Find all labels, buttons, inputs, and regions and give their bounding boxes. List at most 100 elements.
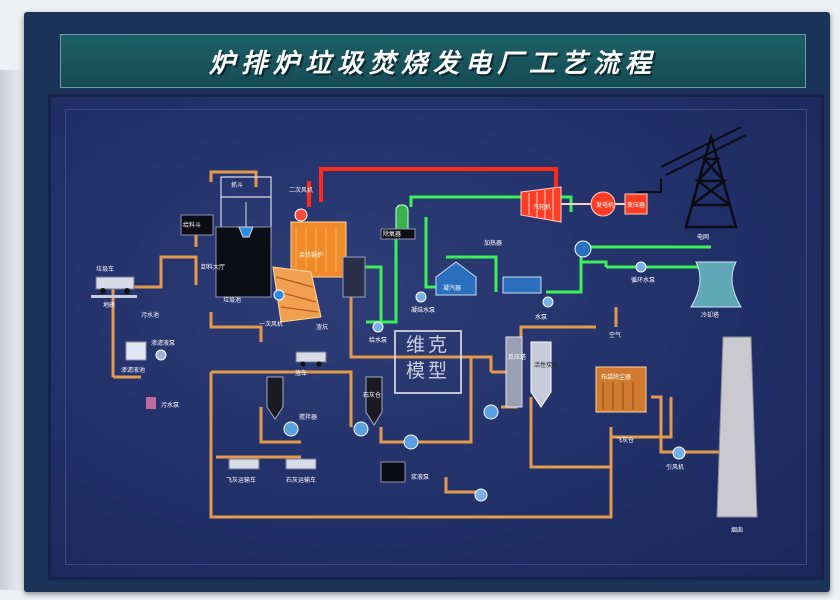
grate-furnace-icon	[272, 266, 322, 323]
silo-group: 石灰仓 搅拌器 浆液泵	[266, 376, 499, 502]
wheel-icon	[300, 361, 306, 367]
pipe-bag-ash	[611, 397, 673, 439]
label-transformer: 变压器	[627, 201, 645, 209]
label-leachate-tank: 渗滤液池	[121, 366, 145, 374]
hotwell-icon	[502, 276, 542, 294]
pipe-pit-down	[209, 312, 263, 342]
feed-pump-icon	[372, 321, 384, 333]
label-condenser: 凝汽器	[443, 284, 461, 292]
pipe-condensate	[546, 245, 606, 294]
flyash-silo-icon	[266, 376, 284, 420]
label-water-pump: 水泵	[535, 313, 547, 321]
water-system-group: 除氧器 加热器 凝汽器 凝结水泵 给水泵 水泵 循环水泵	[369, 204, 655, 344]
label-carbon-silo: 活性炭仓	[534, 361, 558, 369]
mixer-icon	[483, 404, 499, 420]
title-bar: 炉排炉垃圾焚烧发电厂工艺流程	[60, 34, 806, 88]
pipe-slurry	[444, 477, 481, 494]
id-fan-icon	[672, 446, 686, 460]
label-circ-pump: 循环水泵	[631, 276, 655, 284]
lime-truck-icon	[285, 458, 317, 470]
process-flow-diagram: 电网 汽轮机 发电机 变压器 冷却塔	[91, 126, 758, 534]
grab-crane-frame	[220, 176, 272, 198]
pipe-lime-to-reactor	[379, 357, 473, 444]
garbage-truck-group: 垃圾车 地磅	[91, 265, 137, 309]
reactor-tower-icon	[505, 336, 523, 408]
label-bag-filter: 布袋除尘器	[601, 373, 631, 381]
panel-border	[65, 109, 807, 565]
label-secondary-fan: 二次风机	[289, 186, 313, 194]
label-heater: 加热器	[484, 239, 502, 247]
label-sewage-tank: 污水池	[141, 311, 159, 319]
flue-gas-treatment-group: 反应塔 活性炭仓 布袋除尘器 空气 引风机 飞灰仓	[505, 331, 686, 471]
watermark-line-1: 维克	[405, 334, 450, 356]
turbine-icon	[520, 186, 562, 223]
furnace-boiler-group: 余热锅炉 二次风机 渣坑 一次风机	[259, 186, 366, 331]
feed-hopper-icon	[180, 214, 214, 236]
label-unloading-hall: 卸料大厅	[201, 263, 225, 271]
flyash-truck-icon	[228, 458, 260, 470]
condensate-pump-icon	[415, 291, 427, 303]
boiler-icon	[290, 221, 347, 278]
water-pump-icon	[542, 296, 554, 308]
label-lime-silo: 石灰仓	[363, 391, 381, 399]
label-boiler: 余热锅炉	[299, 251, 323, 259]
drum-icon	[294, 208, 308, 222]
flyash-truck-group: 飞灰运输车 石灰运输车	[226, 458, 317, 484]
chimney-group: 烟囱	[716, 336, 758, 534]
cooling-tower-group: 冷却塔	[690, 261, 742, 319]
bag-filter-icon	[595, 366, 647, 413]
wheel-icon	[100, 288, 106, 294]
pipe-circ-link	[581, 260, 608, 267]
wheel-icon	[124, 288, 130, 294]
wall-edge	[0, 70, 22, 590]
label-turbine: 汽轮机	[533, 203, 551, 211]
label-flyash-car: 飞灰运输车	[226, 476, 256, 484]
slurry-pump-icon	[474, 488, 488, 502]
lime-silo-icon	[365, 376, 383, 426]
label-grid: 电网	[697, 233, 709, 241]
transformer-icon	[624, 193, 648, 215]
label-generator: 发电机	[596, 201, 614, 209]
grate-steps-icon	[275, 276, 319, 313]
pipe-grab-rail	[209, 170, 258, 187]
label-slag-pit: 渣坑	[316, 323, 328, 331]
label-slurry-pump: 浆液泵	[411, 473, 429, 481]
slurry-tank-icon	[380, 461, 406, 483]
turbine-group: 汽轮机 发电机 变压器	[520, 186, 648, 223]
grab-bucket-icon	[238, 202, 254, 238]
filter-bags-icon	[602, 382, 634, 409]
steam-pipe	[307, 167, 558, 207]
garbage-pit-group: 抓斗 给料斗 垃圾池 卸料大厅	[180, 176, 272, 304]
leachate-group: 渗滤液池 渗滤液泵 污水泵 污水池	[121, 311, 179, 409]
label-cooling-tower: 冷却塔	[701, 311, 719, 319]
activated-carbon-silo-icon	[530, 341, 552, 408]
power-lines-icon	[660, 126, 747, 176]
weighbridge-icon	[91, 295, 137, 298]
deaerator-icon	[380, 228, 416, 240]
mixer-icon	[283, 421, 299, 437]
label-air: 空气	[609, 331, 621, 339]
slag-truck-group: 渣车	[295, 351, 327, 377]
circ-water-tank-icon	[574, 240, 592, 258]
pipe-boiler-outlet	[349, 257, 493, 372]
label-reactor: 反应塔	[508, 353, 526, 361]
power-grid-tower: 电网	[660, 126, 747, 241]
label-garbage-truck: 垃圾车	[96, 265, 114, 273]
label-slag-car: 渣车	[295, 369, 307, 377]
cooling-tower-icon	[690, 261, 742, 308]
circ-pump-icon	[635, 261, 647, 273]
page-title: 炉排炉垃圾焚烧发电厂工艺流程	[208, 48, 657, 79]
label-mixer: 搅拌器	[299, 413, 317, 421]
label-condensate-pump: 凝结水泵	[411, 306, 435, 314]
watermark-logo: 维克 模型	[394, 330, 462, 394]
boiler-tubes-icon	[295, 227, 337, 272]
turbine-blades-icon	[528, 189, 554, 221]
transmission-tower-icon	[684, 132, 738, 229]
label-leachate-pump: 渗滤液泵	[151, 339, 175, 347]
label-grab-crane: 抓斗	[231, 181, 243, 189]
pipe-steam-main	[319, 167, 558, 202]
label-feed-hopper: 给料斗	[183, 221, 201, 229]
pipe-bottom-loop	[209, 372, 613, 519]
label-id-fan: 引风机	[666, 463, 684, 471]
pipe-heater-condenser	[446, 255, 498, 292]
